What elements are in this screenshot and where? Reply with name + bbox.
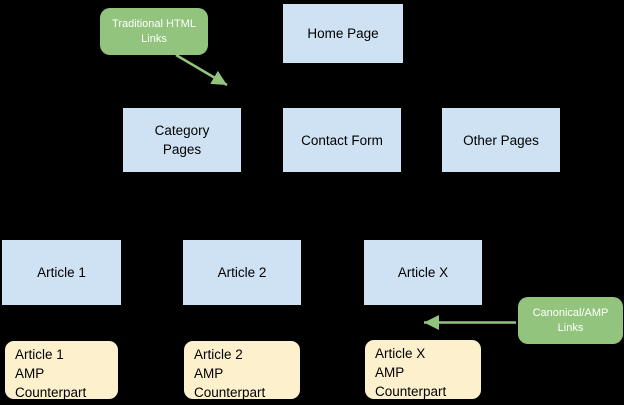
node-home-page: Home Page bbox=[282, 3, 404, 64]
node-article-1: Article 1 bbox=[1, 239, 122, 306]
callout-traditional-html-links: Traditional HTML Links bbox=[100, 8, 208, 55]
arrow-traditional-html-links bbox=[175, 53, 228, 87]
node-category-pages: Category Pages bbox=[122, 107, 242, 173]
node-article-x: Article X bbox=[363, 239, 483, 306]
node-article-2: Article 2 bbox=[182, 239, 302, 306]
callout-canonical-amp-links: Canonical/AMP Links bbox=[518, 297, 623, 344]
node-other-pages: Other Pages bbox=[441, 107, 561, 173]
node-contact-form: Contact Form bbox=[282, 107, 402, 173]
node-article-2-amp-counterpart: Article 2 AMP Counterpart bbox=[182, 339, 302, 401]
node-article-x-amp-counterpart: Article X AMP Counterpart bbox=[363, 338, 483, 401]
node-article-1-amp-counterpart: Article 1 AMP Counterpart bbox=[3, 339, 120, 401]
